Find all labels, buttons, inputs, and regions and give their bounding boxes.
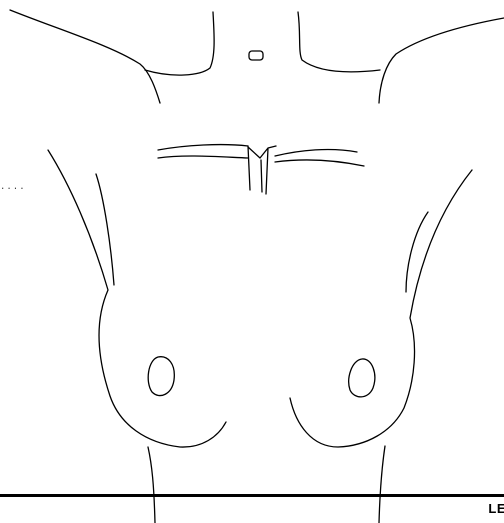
sternal-notch xyxy=(248,146,276,194)
bottom-rule xyxy=(0,494,504,497)
left-axillary-fold xyxy=(96,174,114,285)
right-neck-line xyxy=(298,12,380,72)
left-clavicle-lower xyxy=(158,156,248,158)
left-clavicle-upper xyxy=(158,145,248,150)
right-lower-flank xyxy=(379,446,385,523)
left-lower-flank xyxy=(148,447,155,523)
left-neck-line xyxy=(145,12,214,75)
right-shoulder-line xyxy=(379,18,504,103)
right-axillary-fold xyxy=(406,212,428,292)
leader-marker: .... xyxy=(0,183,26,192)
left-nipple xyxy=(148,357,174,396)
right-clavicle-lower xyxy=(275,160,364,166)
right-clavicle-upper xyxy=(275,149,357,156)
right-torso-contour xyxy=(290,170,472,447)
right-nipple xyxy=(349,359,375,397)
suprasternal-notch xyxy=(249,51,263,60)
left-shoulder-line xyxy=(10,10,160,103)
side-label: LE xyxy=(488,501,504,516)
left-torso-contour xyxy=(48,150,226,447)
